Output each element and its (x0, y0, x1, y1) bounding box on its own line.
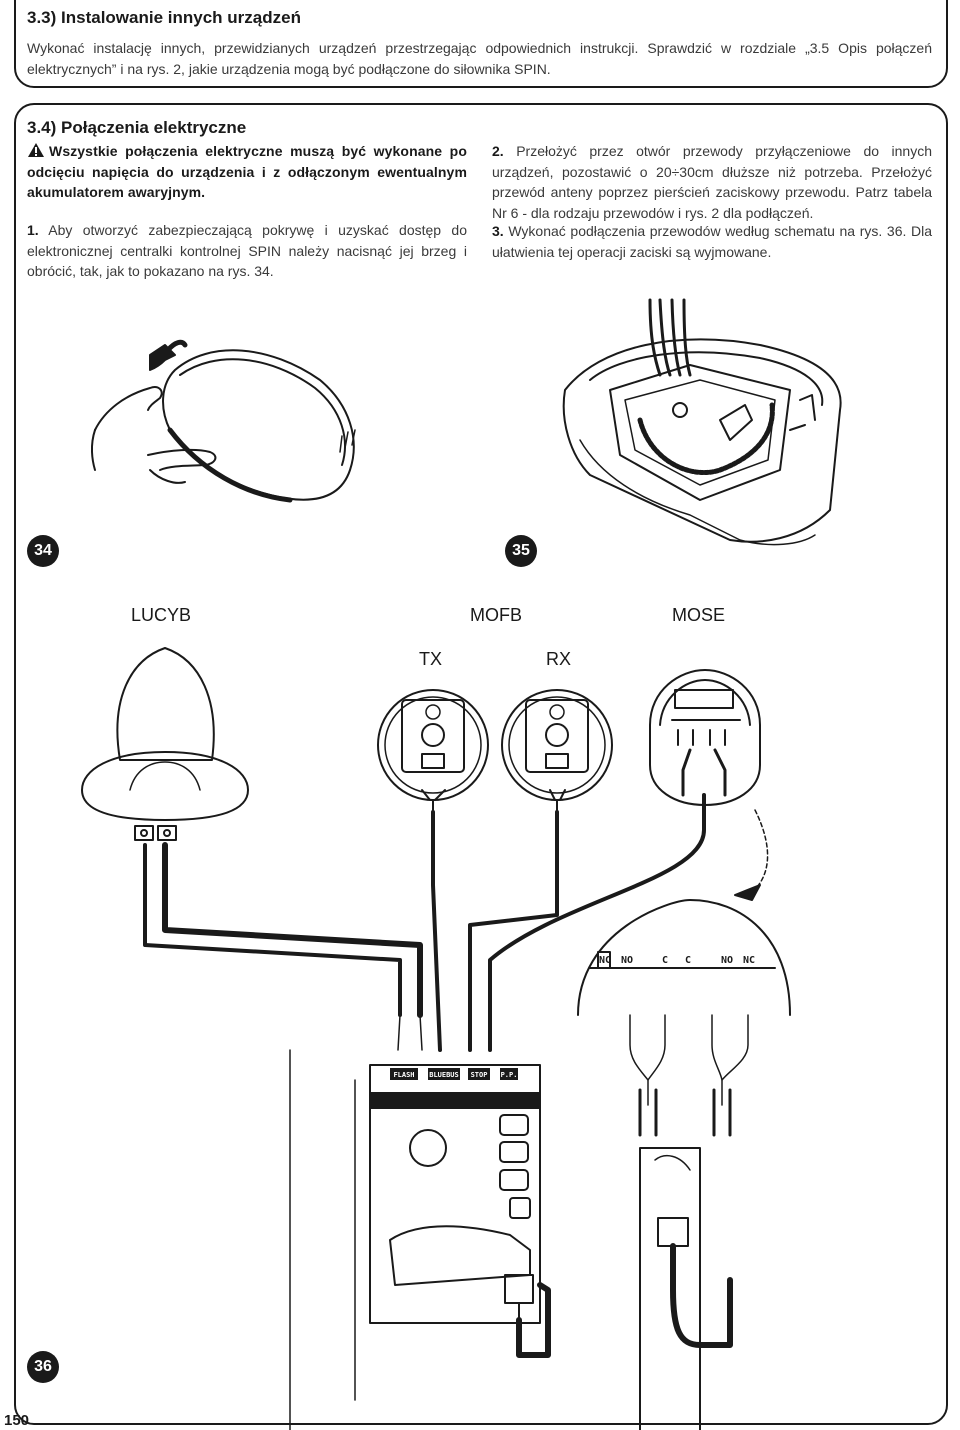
contact-nc-1: NC (599, 955, 611, 966)
section-33-frame (14, 0, 948, 88)
step-3-number: 3. (492, 223, 504, 239)
step-3: 3. Wykonać podłączenia przewodów według … (492, 221, 932, 262)
terminal-pp-label: P.P. (501, 1071, 518, 1079)
warning-text: Wszystkie połączenia elektryczne muszą b… (27, 143, 467, 200)
mose-label: MOSE (672, 605, 726, 625)
terminal-labels (390, 1068, 518, 1080)
warning-paragraph: Wszystkie połączenia elektryczne muszą b… (27, 141, 467, 203)
step-2-text: Przełożyć przez otwór przewody przyłącze… (492, 143, 932, 221)
warning-icon (28, 143, 44, 157)
lucyb-label: LUCYB (131, 605, 192, 625)
figure-35-badge: 35 (505, 535, 537, 567)
mofb-label: MOFB (470, 605, 522, 625)
contact-no-2: NO (721, 955, 733, 966)
contact-c-1: C (662, 955, 668, 966)
mofb-tx (377, 689, 489, 813)
terminal-flash-label: FLASH (393, 1071, 414, 1079)
fig34-cover-illustration (91, 339, 356, 503)
terminal-bluebus-label: BLUEBUS (429, 1071, 459, 1079)
step-1: 1. Aby otworzyć zabezpieczającą pokrywę … (27, 220, 467, 282)
control-board (289, 1049, 541, 1430)
mose-switch (649, 669, 761, 806)
terminal-stop-label: STOP (471, 1071, 488, 1079)
step-2-number: 2. (492, 143, 504, 159)
section-33-text: Wykonać instalację innych, przewidzianyc… (27, 40, 932, 77)
contact-c-2: C (685, 955, 691, 966)
figure-34-badge: 34 (27, 535, 59, 567)
rx-label: RX (546, 649, 572, 669)
lucyb-lamp (81, 647, 249, 841)
mose-enlarged-contacts (577, 809, 791, 1137)
figure-36-badge: 36 (27, 1351, 59, 1383)
section-34-title: 3.4) Połączenia elektryczne (27, 118, 247, 137)
section-34-frame (14, 103, 948, 1425)
step-1-text: Aby otworzyć zabezpieczającą pokrywę i u… (27, 222, 467, 279)
section-33-title: 3.3) Instalowanie innych urządzeń (27, 8, 301, 27)
contact-no-1: NO (621, 955, 633, 966)
page-number: 150 (4, 1412, 30, 1429)
step-3-text: Wykonać podłączenia przewodów według sch… (492, 223, 933, 260)
contact-nc-2: NC (743, 955, 755, 966)
terminal-label-text: FLASH BLUEBUS STOP P.P. (393, 1071, 517, 1079)
step-1-number: 1. (27, 222, 39, 238)
fig35-housing-illustration (562, 298, 842, 546)
step-2: 2. Przełożyć przez otwór przewody przyłą… (492, 141, 932, 223)
mose-contact-labels: NC NO C C NO NC (599, 955, 755, 966)
mofb-rx (501, 689, 613, 813)
tx-label: TX (419, 649, 443, 669)
